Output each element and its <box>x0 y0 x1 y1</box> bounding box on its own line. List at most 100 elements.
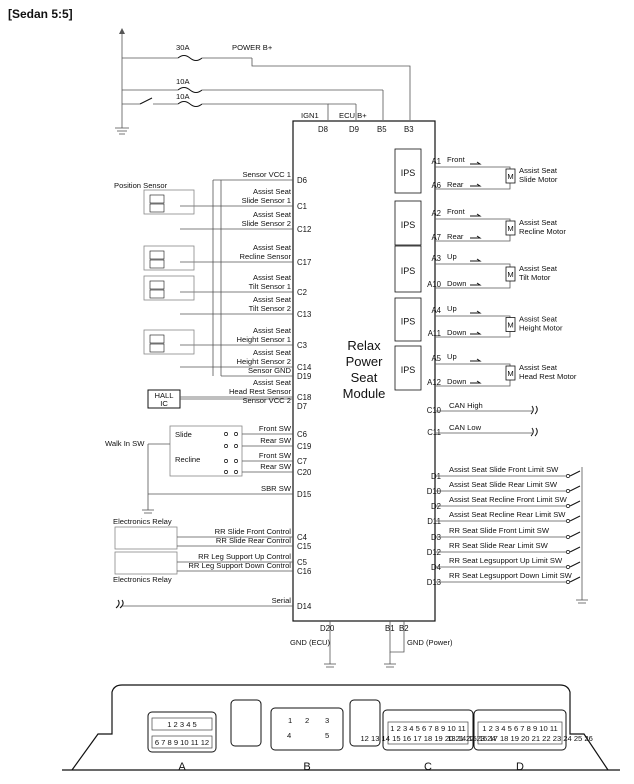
walk-in-sw-label: Walk In SW <box>105 439 145 448</box>
pin-a1: A1 <box>431 157 441 166</box>
connector-a <box>147 711 217 753</box>
pin-d2: D2 <box>431 502 441 511</box>
limit-switch-label: Assist Seat Recline Rear Limit SW <box>449 510 566 519</box>
signal-label-line-1: Assist Seat <box>253 378 292 387</box>
switch-contact-icon <box>224 459 228 463</box>
signal-label: RR Leg Support Down Control <box>188 561 291 570</box>
signal-label: Front SW <box>259 424 292 433</box>
signal-label: Head Rest Sensor <box>229 387 292 396</box>
pin-c14: C14 <box>297 363 312 372</box>
motor-direction-label: Rear <box>447 232 464 241</box>
direction-arrow-icon <box>470 161 482 187</box>
motor-wire <box>505 234 511 242</box>
pin-c18: C18 <box>297 393 311 402</box>
pin-a6: A6 <box>431 181 441 190</box>
connector-b <box>270 707 344 751</box>
pin-c12: C12 <box>297 225 311 234</box>
motor-direction-label: Up <box>447 252 457 261</box>
limit-switch-label: RR Seat Slide Rear Limit SW <box>449 541 549 550</box>
pin-b3: B3 <box>404 125 414 134</box>
switch-blade-icon <box>569 470 581 477</box>
ips-label: IPS <box>401 365 416 375</box>
signal-label-line-1: Assist Seat <box>253 326 292 335</box>
limit-switch-label: RR Seat Slide Front Limit SW <box>449 526 550 535</box>
motor-name-line-1: Assist Seat <box>519 363 558 372</box>
position-sensor-box <box>143 275 195 301</box>
switch-contact-icon <box>224 470 228 474</box>
switch-contact-icon <box>566 504 570 508</box>
motor-icon <box>505 220 516 236</box>
electronics-relay-box-1 <box>114 526 178 550</box>
pin-a5: A5 <box>431 354 441 363</box>
fuse-30a-icon <box>177 55 203 61</box>
pin-c15: C15 <box>297 542 312 551</box>
motor-name-line-2: Tilt Motor <box>519 273 551 282</box>
limit-switch-label: RR Seat Legsupport Down Limit SW <box>449 571 573 580</box>
pin-c1: C1 <box>297 202 307 211</box>
pin-d7: D7 <box>297 402 307 411</box>
module-name-line-4: Module <box>343 386 386 401</box>
switch-contact-icon <box>566 535 570 539</box>
ips-box <box>394 200 422 246</box>
pin-c13: C13 <box>297 310 311 319</box>
pin-d1: D1 <box>431 472 441 481</box>
ips-box <box>394 245 422 293</box>
connector-c-top-pins: 1 2 3 4 5 6 7 8 9 10 11 <box>390 724 465 733</box>
motor-direction-label: Front <box>447 207 466 216</box>
signal-label-line-1: Assist Seat <box>253 295 292 304</box>
switch-contact-icon <box>566 565 570 569</box>
connector-a-top-pins: 1 2 3 4 5 <box>167 720 197 729</box>
switch-contact-icon <box>566 474 570 478</box>
pin-a2: A2 <box>431 209 441 218</box>
pin-a7: A7 <box>431 233 441 242</box>
power-supply: 30A POWER B+ 10A 10A IGN1 ECU B+ <box>115 28 411 135</box>
signal-label-line-1: Assist Seat <box>253 243 292 252</box>
motor-wire <box>505 379 511 387</box>
connector-label-d: D <box>516 761 524 773</box>
connector-d <box>473 709 567 751</box>
pin-c2: C2 <box>297 288 307 297</box>
connector-c-bottom-pins: 12 13 14 15 16 17 18 19 20 21 22 23 24 <box>360 734 495 743</box>
switch-contact-icon <box>234 432 238 436</box>
pin-c17: C17 <box>297 258 311 267</box>
ips-label: IPS <box>401 266 416 276</box>
pin-a10: A10 <box>427 280 442 289</box>
signal-label: Tilt Sensor 2 <box>249 304 291 313</box>
direction-arrow-icon <box>470 310 482 335</box>
signal-label: Sensor VCC 1 <box>242 170 291 179</box>
ips-label: IPS <box>401 220 416 230</box>
motor-name-line-1: Assist Seat <box>519 166 558 175</box>
signal-label: Serial <box>272 596 292 605</box>
signal-label-line-1: Assist Seat <box>253 273 292 282</box>
signal-label: RR Slide Front Control <box>215 527 292 536</box>
pin-d11: D11 <box>427 517 441 526</box>
pin-a4: A4 <box>431 306 441 315</box>
switch-blade-icon <box>569 561 581 568</box>
switch-contact-icon <box>566 580 570 584</box>
hall-ic-text-2: IC <box>160 399 168 408</box>
pin-c4: C4 <box>297 533 308 542</box>
pin-d13: D13 <box>427 578 441 587</box>
hall-sensor-icon <box>149 280 165 290</box>
motor-name-line-2: Head Rest Motor <box>519 372 577 381</box>
motor-name-line-2: Height Motor <box>519 324 563 333</box>
motor-symbol: M <box>507 224 513 233</box>
motor-symbol: M <box>507 321 513 330</box>
connector-a-bottom-pins: 6 7 8 9 10 11 12 <box>155 738 209 747</box>
signal-label: Tilt Sensor 1 <box>249 282 291 291</box>
ips-label: IPS <box>401 168 416 178</box>
switch-blade-icon <box>569 515 581 522</box>
serial-break-icon <box>115 599 124 609</box>
ips-box <box>394 148 422 194</box>
gnd-ecu-label: GND (ECU) <box>290 638 331 647</box>
position-sensor-label: Position Sensor <box>114 181 168 190</box>
pin-d8: D8 <box>318 125 328 134</box>
pin-a12: A12 <box>427 378 441 387</box>
motor-direction-label: Front <box>447 155 466 164</box>
pin-d9: D9 <box>349 125 359 134</box>
connector-b-pin-2: 2 <box>305 716 309 725</box>
can-break-icon <box>530 405 538 415</box>
motor-direction-label: Up <box>447 304 457 313</box>
